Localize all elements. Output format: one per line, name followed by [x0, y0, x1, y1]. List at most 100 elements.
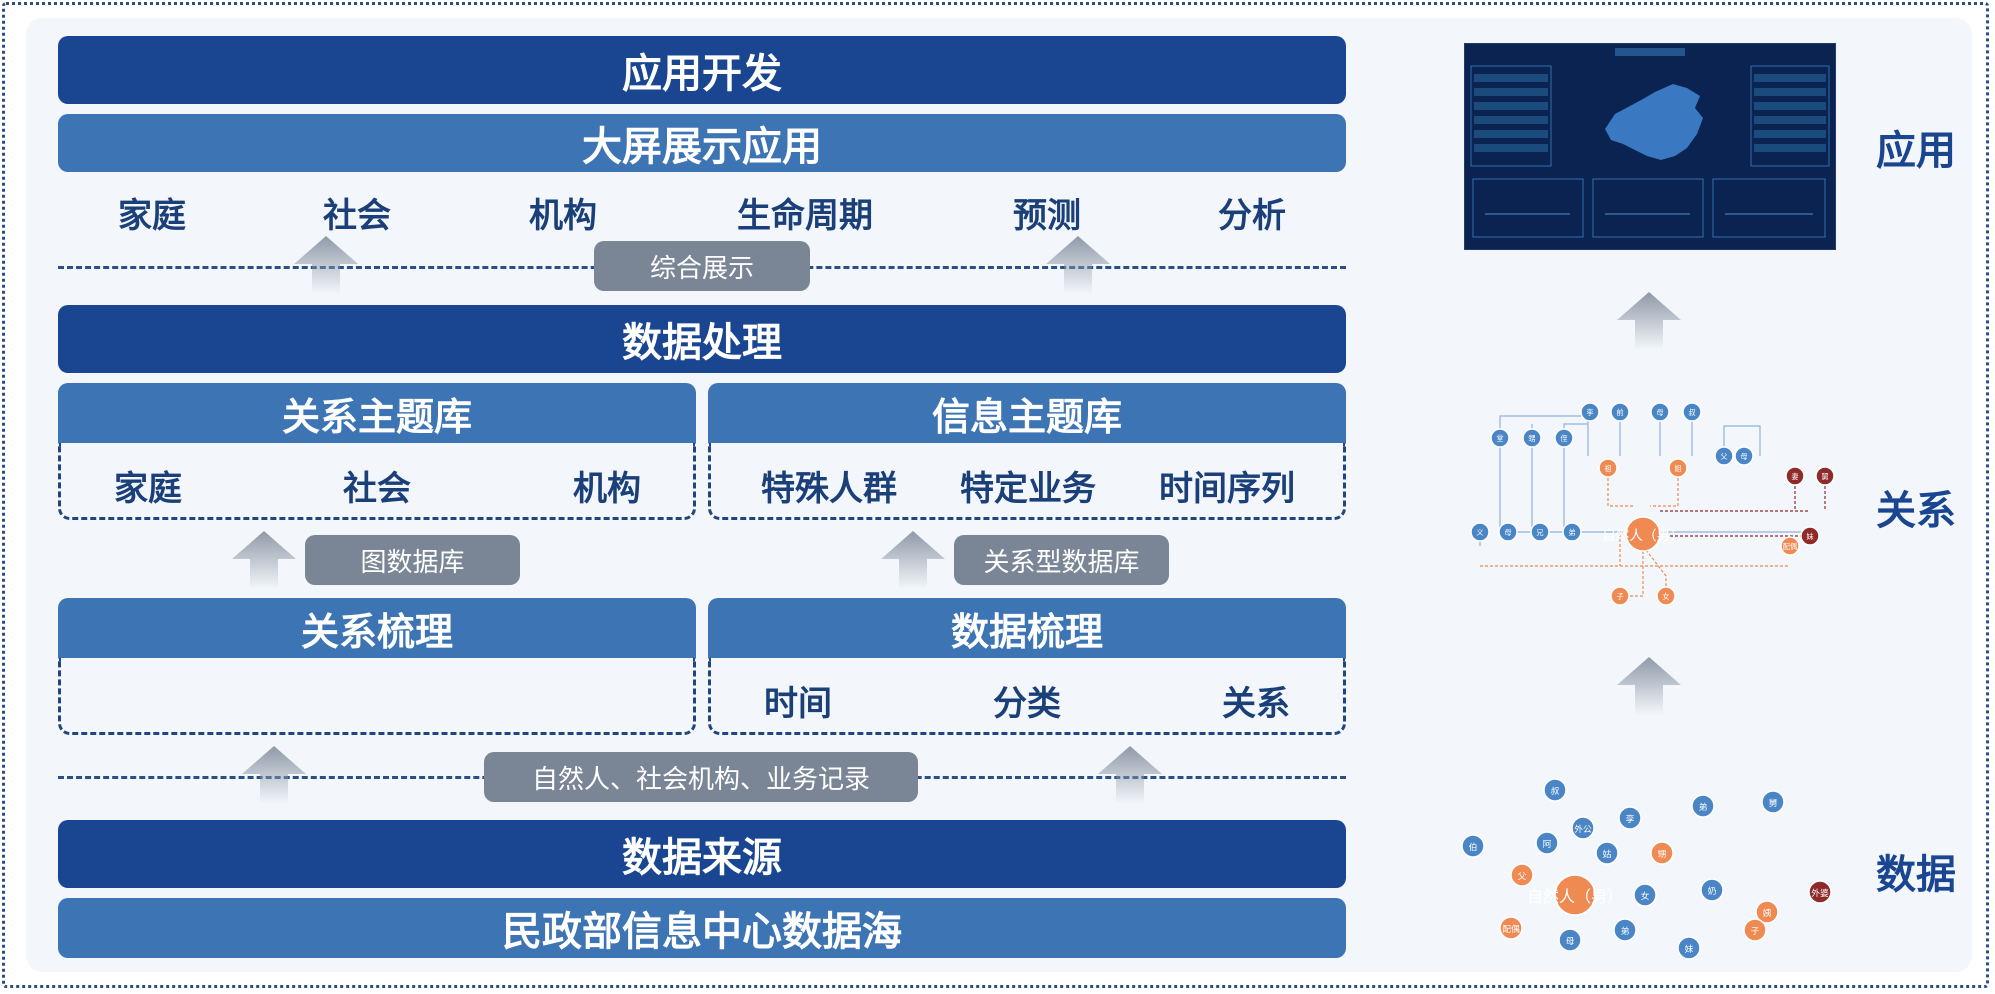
relation-node-label: 兄 — [1536, 528, 1543, 537]
data-node — [1499, 916, 1523, 940]
data-node-label: 配偶 — [1502, 923, 1520, 935]
relation-node-label: 妻 — [1791, 472, 1798, 481]
up-arrow-icon — [881, 531, 945, 589]
data-sea-bar: 民政部信息中心数据海 — [58, 898, 1346, 958]
relation-sorting-header: 关系梳理 — [58, 598, 696, 658]
relation-node — [1580, 402, 1600, 422]
data-node-label: 孪 — [1626, 813, 1635, 825]
up-arrow-icon — [1098, 746, 1162, 804]
relation-node-label: 侄 — [1560, 434, 1567, 443]
screen-app-item: 社会 — [323, 196, 391, 236]
relation-node — [1470, 522, 1490, 542]
relation-node-label: 妹 — [1806, 532, 1813, 541]
data-node — [1633, 883, 1657, 907]
relation-node-label: 祖 — [1604, 464, 1611, 473]
data-node-label: 舅 — [1769, 798, 1778, 809]
relation-node — [1714, 446, 1734, 466]
relation-node-label: 配偶 — [1783, 542, 1797, 551]
screen-app-item: 分析 — [1218, 196, 1286, 236]
up-arrow-icon — [232, 531, 296, 589]
relation-topic-header: 关系主题库 — [58, 383, 696, 443]
dashboard-screenshot — [1464, 43, 1836, 250]
relation-node — [1815, 466, 1835, 486]
data-node — [1613, 918, 1637, 942]
relation-node-label: 堂 — [1496, 434, 1503, 443]
relation-node — [1785, 466, 1805, 486]
data-node-label: 伯 — [1469, 841, 1478, 853]
data-node — [1743, 918, 1767, 942]
screen-app-bar: 大屏展示应用 — [58, 114, 1346, 172]
data-sorting-item: 时间 — [764, 684, 832, 724]
relation-node — [1668, 458, 1688, 478]
data-node — [1700, 878, 1724, 902]
relation-node-label: 母 — [1656, 408, 1663, 417]
relation-node-label: 女 — [1662, 592, 1669, 601]
data-node — [1461, 834, 1485, 858]
data-node — [1535, 831, 1559, 855]
screen-app-item: 机构 — [529, 196, 597, 236]
app-development-bar: 应用开发 — [58, 36, 1346, 104]
relation-node — [1522, 428, 1542, 448]
data-processing-bar: 数据处理 — [58, 305, 1346, 373]
relation-node-label: 前 — [1616, 408, 1623, 417]
relation-graph: 孪前母叔堂甥侄祖姐父母妻舅义母兄弟姐妹配偶子女自然人（男） — [1470, 402, 1835, 606]
data-node — [1543, 778, 1567, 802]
relation-node-label: 叔 — [1688, 408, 1695, 417]
relation-node — [1800, 526, 1820, 546]
data-node-label: 子 — [1751, 926, 1760, 937]
data-node — [1808, 880, 1832, 904]
data-node — [1558, 928, 1582, 952]
data-node-label: 甥 — [1658, 849, 1667, 860]
relation-node-label: 舅 — [1821, 472, 1828, 481]
relation-node — [1598, 458, 1618, 478]
data-node — [1650, 841, 1674, 865]
up-arrow-icon — [294, 236, 358, 294]
data-source-bar: 数据来源 — [58, 820, 1346, 888]
relation-node — [1734, 446, 1754, 466]
relation-node — [1530, 522, 1550, 542]
relation-node-label: 甥 — [1528, 434, 1535, 443]
data-node-label: 弟 — [1621, 925, 1630, 937]
relational-database-tag: 关系型数据库 — [954, 535, 1169, 585]
center-node-label: 自然人（男） — [1527, 887, 1623, 906]
data-node-label: 奶 — [1708, 885, 1717, 897]
data-sorting-box — [708, 658, 1346, 735]
info-topic-header: 信息主题库 — [708, 383, 1346, 443]
data-node-label: 姑 — [1603, 848, 1612, 860]
center-node — [1554, 874, 1596, 916]
graph-database-tag: 图数据库 — [305, 535, 520, 585]
relation-node-label: 孪 — [1586, 408, 1593, 417]
data-node-label: 叔 — [1551, 785, 1560, 797]
up-arrow-icon — [242, 746, 306, 804]
relation-topic-item: 家庭 — [114, 469, 182, 509]
data-sorting-item: 分类 — [993, 684, 1061, 724]
relation-node — [1650, 402, 1670, 422]
relation-node — [1498, 522, 1518, 542]
info-topic-item: 特殊人群 — [761, 469, 897, 509]
center-node — [1625, 516, 1661, 552]
data-node-label: 母 — [1566, 936, 1575, 947]
data-node — [1761, 790, 1785, 814]
data-node-label: 阿 — [1543, 839, 1552, 850]
info-topic-item: 时间序列 — [1159, 469, 1295, 509]
data-node — [1691, 794, 1715, 818]
center-node-label: 自然人（男） — [1602, 527, 1684, 544]
relation-sorting-box — [58, 658, 696, 735]
data-node-label: 父 — [1518, 871, 1527, 882]
data-node-label: 弟 — [1699, 801, 1708, 813]
relation-node-label: 父 — [1720, 452, 1727, 461]
data-node — [1595, 841, 1619, 865]
info-topic-item: 特定业务 — [960, 469, 1096, 509]
relation-node-label: 姐 — [1674, 464, 1681, 473]
data-node-label: 女 — [1641, 890, 1650, 902]
screen-app-item: 预测 — [1013, 196, 1081, 236]
info-topic-box — [708, 443, 1346, 520]
data-node-label: 妹 — [1685, 943, 1694, 955]
source-types-tag: 自然人、社会机构、业务记录 — [484, 752, 918, 802]
relation-node — [1490, 428, 1510, 448]
screen-app-item: 生命周期 — [737, 196, 873, 236]
relation-node-label: 母 — [1740, 452, 1747, 461]
data-scatter-graph: 叔孪弟舅外公伯阿姑甥父女奶外婆配偶母弟妹姨子自然人（男） — [1461, 778, 1832, 960]
relation-node — [1554, 428, 1574, 448]
